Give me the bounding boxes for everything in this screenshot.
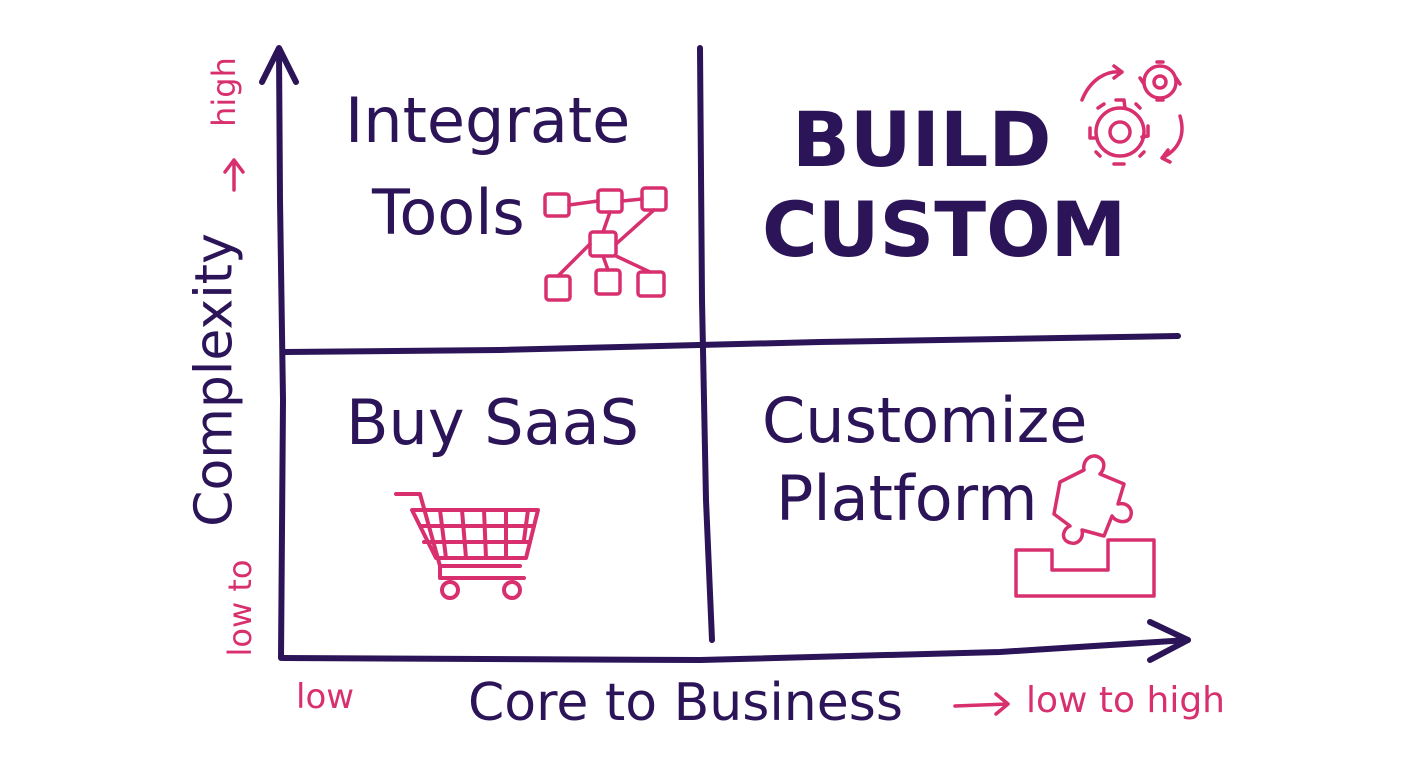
x-axis-line (280, 637, 1191, 663)
y-axis-arrow-label: high (205, 57, 244, 127)
quadrant-top-right-line1: BUILD (792, 95, 1052, 184)
quadrant-top-right-line2: CUSTOM (762, 185, 1127, 274)
connected-boxes-icon (543, 186, 668, 302)
y-axis-arrowhead (259, 45, 299, 85)
x-axis-low-label: low (296, 677, 355, 717)
x-axis-arrowhead (1147, 619, 1191, 663)
quadrant-bottom-right-line2: Platform (776, 462, 1038, 535)
x-axis-title: Core to Business (468, 673, 903, 733)
puzzle-piece-icon (1014, 454, 1156, 598)
vertical-divider (697, 45, 715, 643)
y-axis-title: Complexity (184, 233, 245, 527)
gears-icon (1080, 60, 1184, 166)
quadrant-top-left-line1: Integrate (345, 84, 631, 157)
y-pink-arrow (223, 158, 245, 192)
x-axis-arrow-label: low to high (1026, 680, 1225, 721)
x-pink-arrow (953, 692, 1010, 716)
y-axis-line (276, 47, 286, 661)
quadrant-bottom-right-line1: Customize (762, 384, 1088, 457)
quadrant-top-left-line2: Tools (372, 176, 525, 249)
horizontal-divider (282, 333, 1181, 355)
shopping-cart-icon (394, 492, 540, 600)
quadrant-bottom-left-line1: Buy SaaS (346, 386, 639, 459)
y-axis-low-label: low to (221, 559, 260, 657)
